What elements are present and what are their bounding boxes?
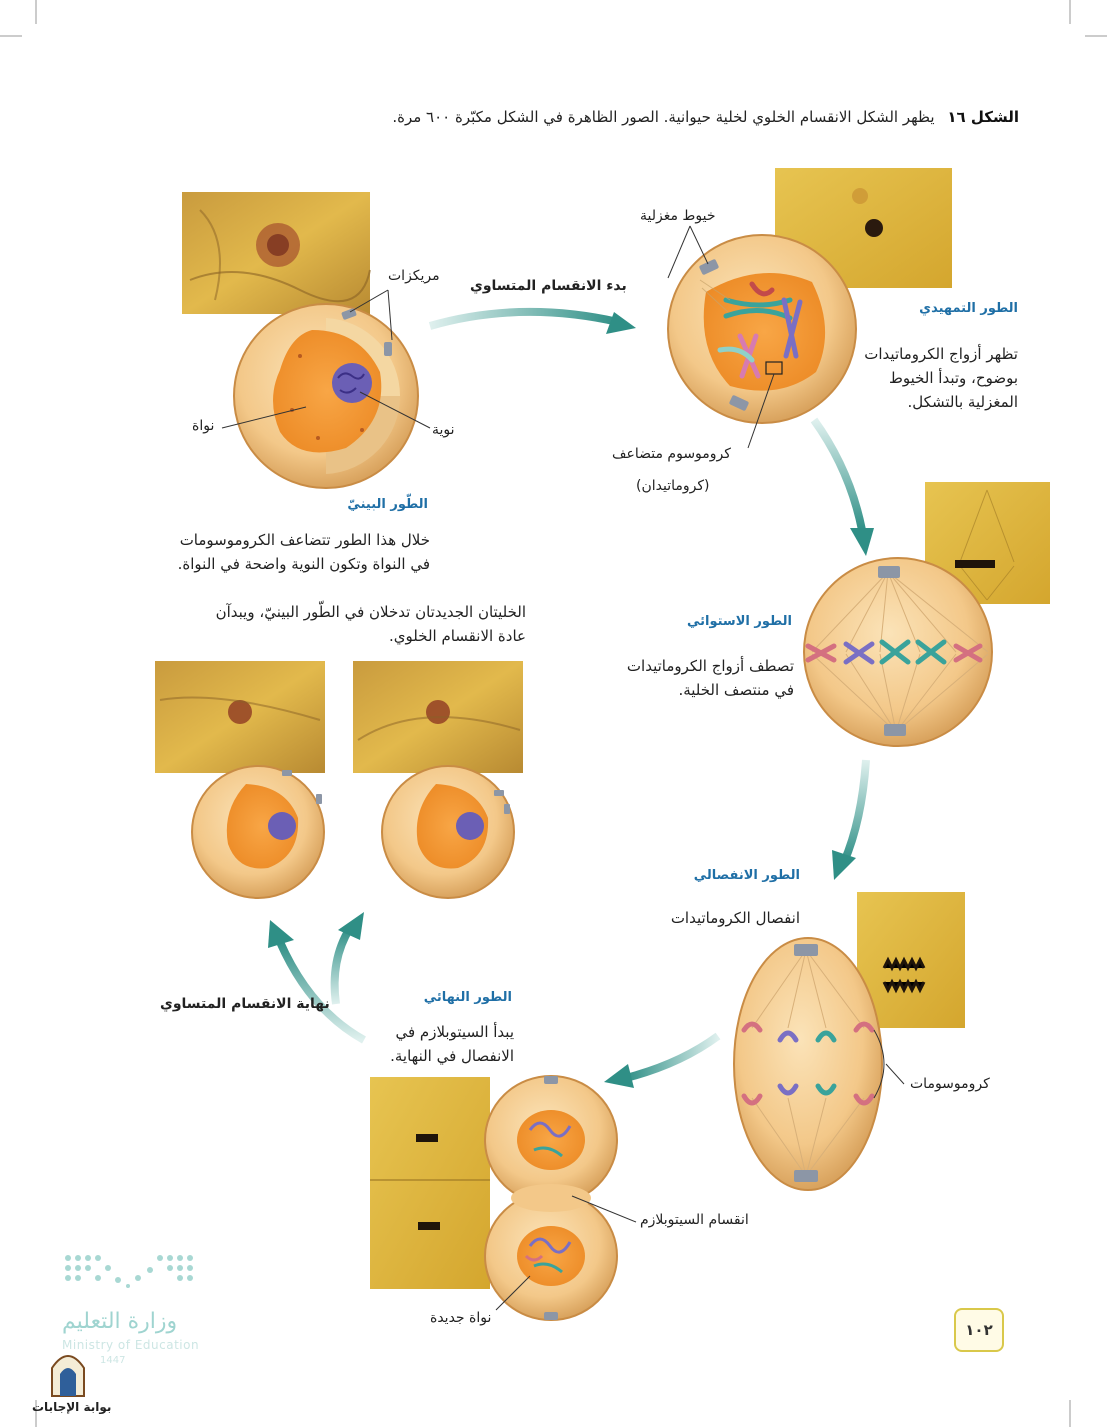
label-duplicated-chromosome: كروموسوم متضاعف — [612, 446, 731, 462]
prophase-cell — [667, 234, 857, 424]
page-number: ١٠٢ — [954, 1308, 1004, 1352]
figure-caption-text: يظهر الشكل الانقسام الخلوي لخلية حيوانية… — [392, 108, 935, 126]
arrow-mitosis-end-2 — [330, 925, 354, 1005]
label-nucleolus: نوية — [432, 422, 455, 438]
telophase-cell — [484, 1075, 618, 1321]
anaphase-cell — [733, 937, 883, 1191]
daughter-cells-description: الخليتان الجديدتان تدخلان في الطّور البي… — [215, 603, 526, 645]
metaphase-description: تصطف أزواج الكروماتيدات في منتصف الخلية. — [626, 657, 794, 699]
telophase-leader-lines — [495, 1195, 637, 1311]
portal-name: بوابة الإجابات — [32, 1400, 112, 1414]
telophase-description: يبدأ السيتوبلازم في الانفصال في النهاية. — [390, 1023, 514, 1065]
label-mitosis-start: بدء الانقسام المتساوي — [470, 278, 627, 294]
ministry-dots-logo — [65, 1255, 193, 1288]
metaphase-title: الطور الاستوائي — [686, 614, 792, 629]
label-mitosis-end: نهاية الانقسام المتساوي — [160, 996, 330, 1012]
portal-logo — [51, 1355, 85, 1397]
telophase-title: الطور النهائي — [423, 990, 512, 1005]
figure-label: الشكل ١٦ — [947, 108, 1019, 126]
label-centrioles: مريكزات — [388, 268, 440, 284]
chromosomes-bracket — [873, 1029, 885, 1099]
anaphase-title: الطور الانفصالي — [693, 868, 800, 883]
interphase-leader-lines — [221, 289, 431, 429]
arrow-mitosis-start — [428, 307, 619, 330]
arrow-meta-ana — [840, 759, 870, 864]
label-chromatids: (كروماتيدان) — [636, 478, 710, 494]
telophase-micrograph — [370, 1077, 490, 1289]
daughter-cell-left — [191, 765, 325, 899]
interphase-title: الطّور البينيّ — [347, 497, 428, 512]
ministry-name-ar: وزارة التعليم — [62, 1309, 178, 1334]
label-spindle: خيوط مغزلية — [640, 208, 716, 224]
label-cytoplasm-division: انقسام السيتوبلازم — [640, 1212, 749, 1228]
metaphase-cell — [803, 557, 993, 747]
interphase-cell — [233, 303, 419, 489]
arrow-mitosis-end-1 — [276, 940, 366, 1044]
interphase-description: خلال هذا الطور تتضاعف الكروموسومات في ال… — [177, 531, 430, 573]
prophase-leader-lines — [667, 225, 775, 449]
figure-caption: الشكل ١٦ يظهر الشكل الانقسام الخلوي لخلي… — [379, 108, 1019, 126]
daughter-cell-right — [381, 765, 515, 899]
label-new-nucleus: نواة جديدة — [430, 1310, 492, 1326]
arrow-ana-telo — [624, 1032, 721, 1082]
label-chromosomes: كروموسومات — [910, 1076, 990, 1092]
prophase-title: الطور التمهيدي — [919, 301, 1018, 316]
arrow-pro-meta — [810, 417, 866, 531]
label-nucleus: نواة — [192, 418, 215, 434]
anaphase-description: انفصال الكروماتيدات — [670, 909, 800, 927]
ministry-name-en: Ministry of Education — [62, 1338, 200, 1352]
prophase-description: تظهر أزواج الكروماتيدات بوضوح، وتبدأ الخ… — [864, 345, 1018, 411]
ministry-year: 1447 — [100, 1355, 126, 1366]
